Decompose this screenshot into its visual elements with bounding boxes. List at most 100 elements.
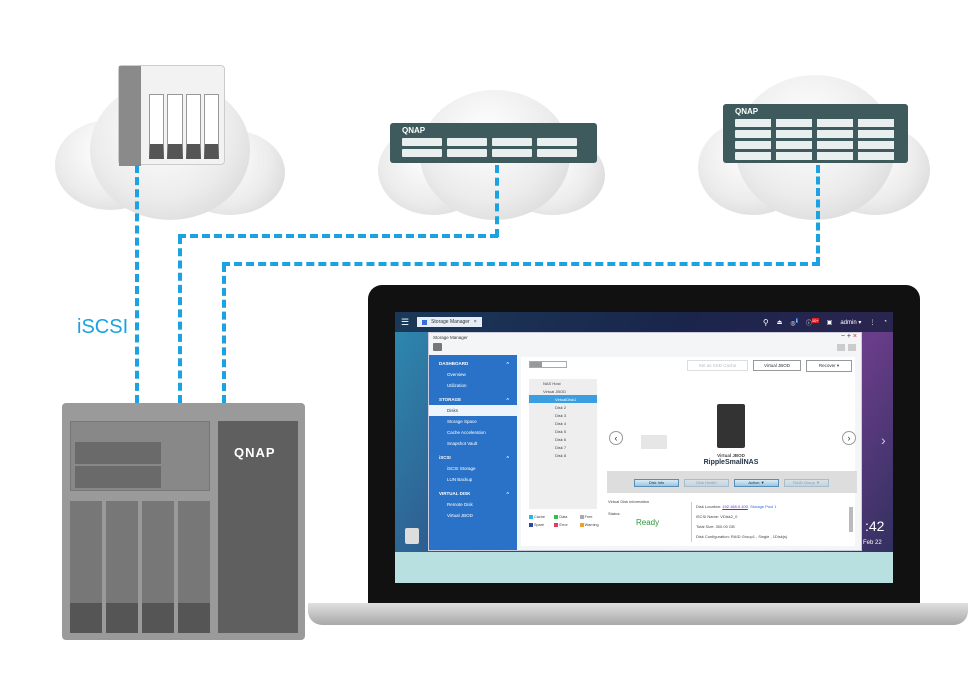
user-icon[interactable]: ▣ xyxy=(826,319,833,326)
alert-badge: 10+ xyxy=(811,317,819,323)
tree-node[interactable]: Disk 6 xyxy=(555,436,567,442)
section-iscsi: iSCSI^ xyxy=(439,455,509,460)
view-toggle[interactable] xyxy=(529,361,567,368)
legend: Cache Data Free Spare Error Warning xyxy=(529,515,601,527)
disk-health-button[interactable]: Disk Health xyxy=(684,479,729,487)
storage-manager-window: Storage Manager − + × DASHBOARD^ Overvie… xyxy=(428,332,862,551)
upload-icon[interactable]: ⏏ xyxy=(776,319,783,326)
disk-info-button[interactable]: Disk Info xyxy=(634,479,679,487)
sidebar-item-lun-backup[interactable]: LUN Backup xyxy=(447,477,473,482)
sidebar-item-utilization[interactable]: Utilization xyxy=(447,383,467,388)
sidebar-item-cache-acceleration[interactable]: Cache Acceleration xyxy=(447,430,486,435)
sidebar-item-snapshot-vault[interactable]: Snapshot Vault xyxy=(447,441,478,446)
brand-logo: QNAP xyxy=(735,107,759,116)
help-icon[interactable] xyxy=(848,344,856,351)
device-type: Virtual JBOD xyxy=(717,453,745,458)
set-ssd-cache-button[interactable]: Set as SSD Cache xyxy=(687,360,748,371)
status-value: Ready xyxy=(636,518,660,527)
tree-node[interactable]: Disk 2 xyxy=(555,404,567,410)
legend-free: Free xyxy=(579,515,601,519)
storage-pool-link[interactable]: , Storage Pool 1 xyxy=(747,504,777,509)
disk-tree: NAS Host Virtual JBOD VirtualDisk1 Disk … xyxy=(529,379,597,509)
alerts-icon[interactable]: ⓘ10+ xyxy=(805,317,819,327)
rack-nas-right: QNAP xyxy=(723,104,908,163)
tree-node[interactable]: Disk 5 xyxy=(555,428,567,434)
sidebar-item-virtual-jbod[interactable]: Virtual JBOD xyxy=(447,513,473,518)
link-line xyxy=(135,165,139,403)
settings-icon[interactable] xyxy=(837,344,845,351)
tab-label: Storage Manager xyxy=(431,319,470,325)
app-icon xyxy=(433,343,442,351)
legend-spare: Spare xyxy=(529,523,550,527)
sidebar-item-storage-space[interactable]: Storage Space xyxy=(447,419,477,424)
recycle-bin-icon[interactable] xyxy=(405,528,419,544)
action-bar xyxy=(607,471,857,493)
notifications-icon[interactable]: ◎1 xyxy=(790,317,798,327)
section-virtual-disk: VIRTUAL DISK^ xyxy=(439,491,509,496)
link-line xyxy=(222,262,820,266)
rack-nas-middle: QNAP xyxy=(390,123,597,163)
taskbar: ☰ Storage Manager× ⚲ ⏏ ◎1 ⓘ10+ ▣ admin ▾… xyxy=(395,312,893,332)
main-panel: Set as SSD Cache Virtual JBOD Recover ▾ … xyxy=(521,357,857,546)
link-line xyxy=(816,165,820,265)
tree-node[interactable]: Disk 3 xyxy=(555,412,567,418)
next-arrow-icon[interactable]: › xyxy=(842,431,856,445)
notif-badge: 1 xyxy=(795,317,798,323)
legend-data: Data xyxy=(554,515,575,519)
sidebar-item-overview[interactable]: Overview xyxy=(447,372,466,377)
total-size: Total Size: 300.00 GB xyxy=(696,524,735,529)
desktop-screen: ☰ Storage Manager× ⚲ ⏏ ◎1 ⓘ10+ ▣ admin ▾… xyxy=(395,312,893,583)
disk-configuration: Disk Configuration: RAID Group1 , Single… xyxy=(696,534,788,539)
legend-warning: Warning xyxy=(579,523,601,527)
nas-thumbnail-icon xyxy=(641,435,667,449)
menu-icon[interactable]: ☰ xyxy=(401,316,410,327)
window-title: Storage Manager xyxy=(433,335,468,340)
tree-node[interactable]: NAS Host xyxy=(543,380,561,386)
info-heading: Virtual Disk information xyxy=(608,499,650,504)
laptop-base xyxy=(308,603,968,625)
sidebar-item-disks[interactable]: Disks xyxy=(429,405,517,416)
link-line xyxy=(178,234,498,238)
action-button[interactable]: Action ▼ xyxy=(734,479,779,487)
dashboard-icon[interactable]: ◔ xyxy=(883,319,887,325)
link-line xyxy=(495,165,499,237)
desktop-next-icon[interactable]: › xyxy=(881,432,886,448)
brand-logo: QNAP xyxy=(234,445,276,460)
link-line xyxy=(178,236,182,403)
tree-node[interactable]: Virtual JBOD xyxy=(543,388,567,394)
tab-storage-manager[interactable]: Storage Manager× xyxy=(417,317,482,327)
brand-logo: QNAP xyxy=(402,126,426,135)
device-name: RippleSmallNAS xyxy=(703,459,759,466)
sidebar-item-remote-disk[interactable]: Remote Disk xyxy=(447,502,473,507)
sidebar-item-iscsi-storage[interactable]: iSCSI Storage xyxy=(447,466,476,471)
status-label: Status: xyxy=(608,511,621,516)
more-icon[interactable]: ⋮ xyxy=(869,319,876,326)
local-nas-icon: QNAP xyxy=(62,403,305,640)
nas-device-icon xyxy=(717,404,745,448)
tree-node[interactable]: Disk 8 xyxy=(555,452,567,458)
tree-node[interactable]: Disk 4 xyxy=(555,420,567,426)
section-storage: STORAGE^ xyxy=(439,397,509,402)
user-menu[interactable]: admin ▾ xyxy=(840,319,862,326)
location-label: Disk Location: xyxy=(696,504,722,509)
tree-node[interactable]: VirtualDisk1 xyxy=(529,395,597,403)
desktop-dock xyxy=(395,552,893,583)
scrollbar[interactable] xyxy=(849,507,853,532)
clock: :42 xyxy=(865,518,885,534)
virtual-jbod-button[interactable]: Virtual JBOD xyxy=(753,360,801,371)
window-controls[interactable]: − + × xyxy=(840,333,857,340)
link-line xyxy=(222,264,226,403)
recover-button[interactable]: Recover ▾ xyxy=(806,360,852,372)
iscsi-name: iSCSI Name: VDisk2_0 xyxy=(696,514,738,519)
close-icon[interactable]: × xyxy=(473,319,477,325)
tree-node[interactable]: Disk 7 xyxy=(555,444,567,450)
location-link[interactable]: 192.168.0.100 xyxy=(722,504,748,509)
raid-group-button[interactable]: RAID Group ▼ xyxy=(784,479,829,487)
iscsi-label: iSCSI xyxy=(77,316,129,338)
date: Feb 22 xyxy=(863,540,882,546)
legend-error: Error xyxy=(554,523,575,527)
sidebar: DASHBOARD^ Overview Utilization STORAGE^… xyxy=(429,355,517,550)
search-icon[interactable]: ⚲ xyxy=(762,317,769,327)
section-dashboard: DASHBOARD^ xyxy=(439,361,509,366)
prev-arrow-icon[interactable]: ‹ xyxy=(609,431,623,445)
